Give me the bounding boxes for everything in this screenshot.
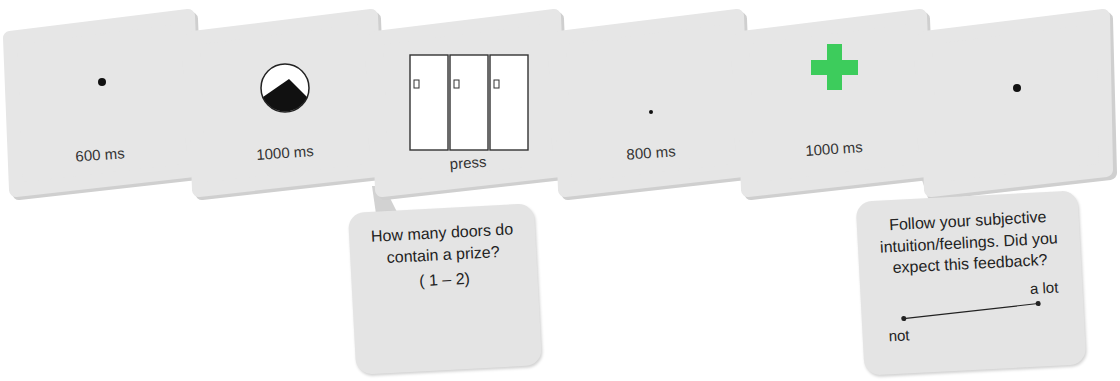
feedback-cross [811, 44, 858, 90]
fixation-dot [649, 110, 653, 114]
screen-panel [742, 16, 926, 190]
callout-text: Follow your subjective intuition/feeling… [868, 205, 1069, 280]
screen-panel [925, 16, 1106, 190]
duration-label: 1000 ms [225, 140, 346, 165]
screen-panel [193, 16, 377, 190]
fixation-dot [98, 78, 106, 86]
rating-scale: not a lot [872, 276, 1073, 348]
duration-label: 1000 ms [774, 136, 895, 161]
screen-panel [559, 16, 743, 190]
screen-panels [10, 16, 1110, 193]
screen-panel [376, 16, 560, 190]
callout-box: Follow your subjective intuition/feeling… [856, 190, 1087, 375]
scale-label: a lot [1030, 278, 1059, 296]
callout-box: How many doors do contain a prize?( 1 – … [348, 203, 542, 375]
callout-text: How many doors do contain a prize? [361, 218, 525, 270]
duration-label: press [408, 150, 529, 175]
scale-label: not [888, 326, 910, 344]
cue-circle [261, 64, 309, 112]
callout-text: ( 1 – 2) [363, 265, 526, 295]
door-set [410, 55, 528, 150]
screen-panel [10, 16, 194, 190]
duration-label: 800 ms [591, 140, 712, 165]
duration-label: 600 ms [40, 142, 161, 167]
fixation-dot [1013, 84, 1021, 92]
